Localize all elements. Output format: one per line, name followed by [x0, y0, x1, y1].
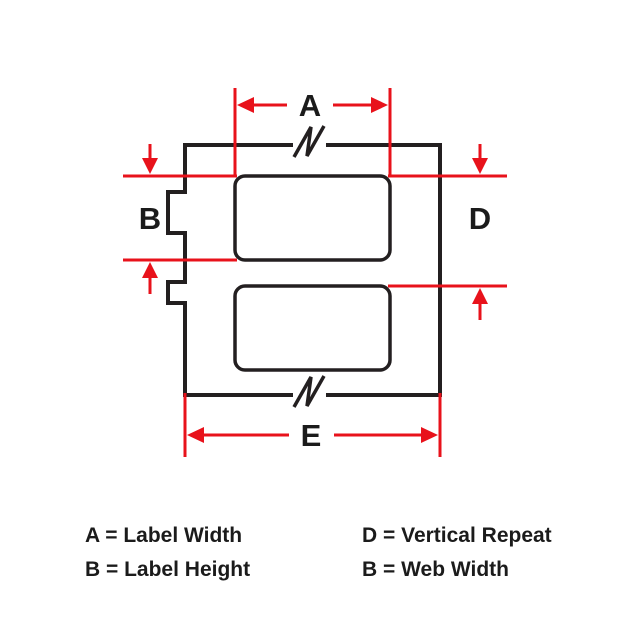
dim-a-arrowhead-right-icon — [371, 97, 388, 113]
dim-b-arrowhead-up-icon — [142, 262, 158, 278]
legend-item-label-width: A = Label Width — [85, 524, 243, 547]
dim-letter-b: B — [139, 201, 161, 236]
dimension-arrowheads — [142, 97, 488, 443]
liner-outline — [166, 125, 442, 408]
dimension-letters: A B D E — [139, 88, 491, 453]
dim-letter-a: A — [299, 88, 321, 123]
dim-d-arrowhead-down-icon — [472, 158, 488, 174]
dim-letter-d: D — [469, 201, 491, 236]
die-cut-labels — [233, 174, 392, 372]
dim-d-arrowhead-up-icon — [472, 288, 488, 304]
dim-e-arrowhead-right-icon — [421, 427, 438, 443]
label-bottom — [233, 284, 392, 372]
dim-a-arrowhead-left-icon — [237, 97, 254, 113]
dim-letter-e: E — [301, 418, 322, 453]
dim-e-arrowhead-left-icon — [187, 427, 204, 443]
break-mark-top-icon — [292, 125, 326, 158]
legend-item-web-width: B = Web Width — [362, 558, 509, 581]
dim-b-arrowhead-down-icon — [142, 158, 158, 174]
legend-item-label-height: B = Label Height — [85, 558, 251, 581]
break-mark-bottom-icon — [292, 375, 326, 408]
label-top — [233, 174, 392, 262]
liner-outline-right — [326, 143, 442, 397]
liner-outline-left-with-notches — [166, 143, 293, 397]
legend-item-vertical-repeat: D = Vertical Repeat — [362, 524, 552, 547]
